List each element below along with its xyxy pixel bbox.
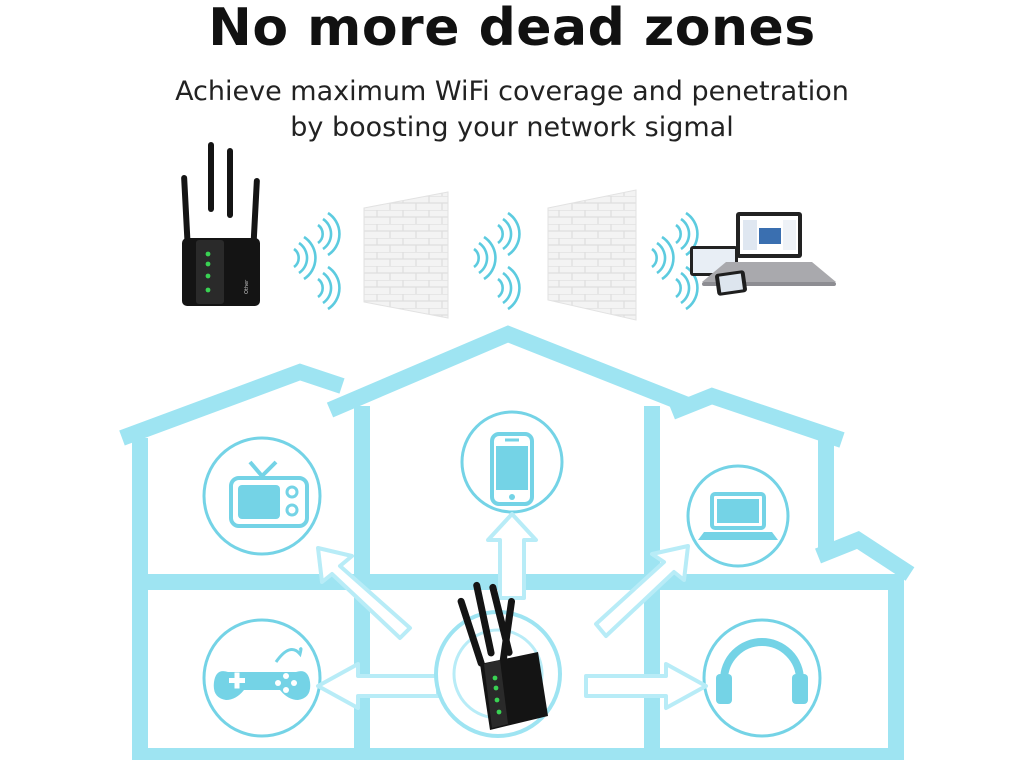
wifi-signal-icon [292, 211, 699, 311]
devices-group [690, 212, 836, 296]
signal-arrows [316, 512, 708, 710]
smartphone-icon [460, 410, 564, 514]
subtitle-line-1: Achieve maximum WiFi coverage and penetr… [175, 76, 849, 107]
ground [132, 748, 902, 760]
subtitle: Achieve maximum WiFi coverage and penetr… [0, 74, 1024, 146]
wifi-extender-center [434, 581, 562, 738]
brick-wall-1 [363, 191, 449, 319]
gamepad-icon [202, 618, 322, 738]
headline: No more dead zones [208, 0, 816, 58]
headphones-icon [702, 618, 822, 738]
wifi-extender-top: Other [181, 142, 260, 306]
laptop-icon [686, 464, 790, 568]
device-brand: Other [244, 279, 250, 294]
brick-wall-2 [547, 189, 637, 321]
subtitle-line-2: by boosting your network sigmal [290, 112, 734, 143]
tv-icon [202, 436, 322, 556]
